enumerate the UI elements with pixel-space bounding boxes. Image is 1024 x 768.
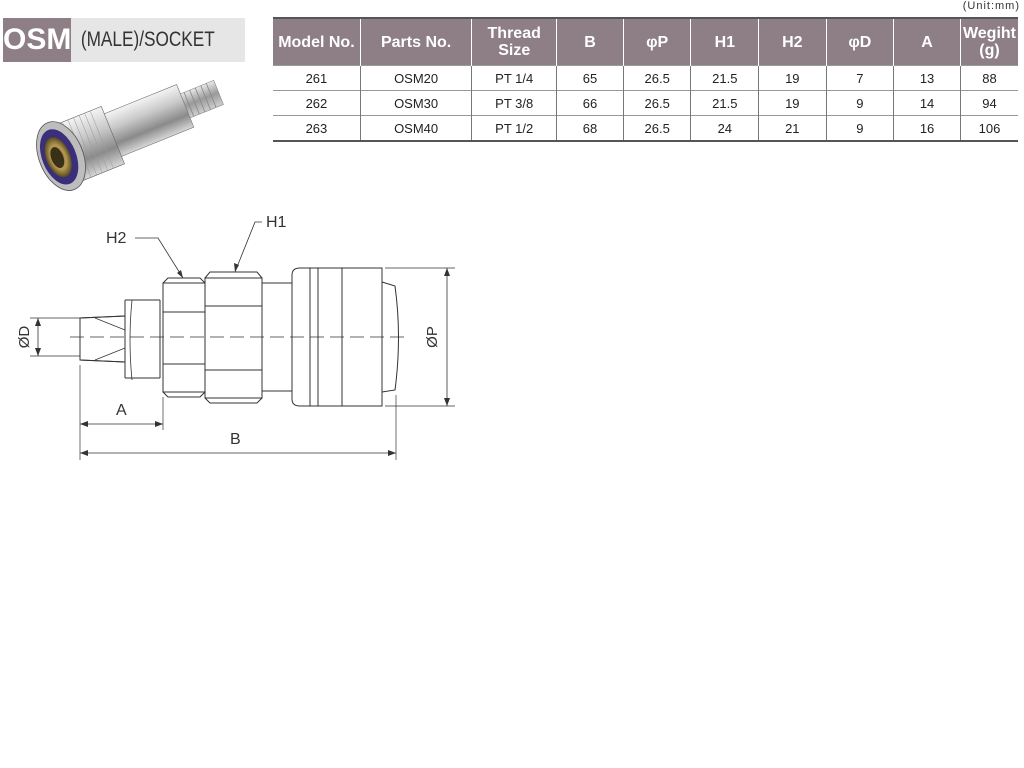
col-h2: H2: [758, 18, 827, 66]
col-weight: Wegiht (g): [959, 18, 1018, 66]
product-code: OSM: [3, 18, 72, 62]
col-h1: H1: [690, 18, 759, 66]
col-thread-size: Thread Size: [471, 18, 557, 66]
cell-p: 26.5: [622, 90, 691, 116]
cell-weight: 88: [959, 65, 1018, 91]
cell-weight: 106: [959, 115, 1018, 141]
col-model-no: Model No.: [273, 18, 361, 66]
label-b: B: [230, 431, 241, 448]
cell-d: 9: [825, 115, 894, 141]
cell-thread: PT 3/8: [471, 90, 557, 116]
cell-h1: 21.5: [690, 65, 759, 91]
cell-d: 7: [825, 65, 894, 91]
cell-b: 66: [556, 90, 624, 116]
col-parts-no: Parts No.: [359, 18, 472, 66]
cell-a: 14: [893, 90, 961, 116]
cell-b: 65: [556, 65, 624, 91]
table-row: 262 OSM30 PT 3/8 66 26.5 21.5 19 9 14 94: [273, 90, 1018, 116]
cell-parts: OSM40: [359, 115, 472, 141]
spec-table: Model No. Parts No. Thread Size B φP H1 …: [273, 17, 1018, 142]
cell-a: 16: [893, 115, 961, 141]
cell-model: 261: [273, 65, 361, 91]
dimension-drawing: H2 H1 ØD ØP A B: [16, 214, 455, 460]
cell-h1: 21.5: [690, 90, 759, 116]
product-name: (MALE)/SOCKET: [81, 28, 216, 51]
cell-h2: 19: [758, 90, 827, 116]
col-b: B: [556, 18, 624, 66]
cell-thread: PT 1/2: [471, 115, 557, 141]
cell-model: 262: [273, 90, 361, 116]
cell-model: 263: [273, 115, 361, 141]
cell-p: 26.5: [622, 115, 691, 141]
product-photo: [36, 80, 224, 191]
cell-h2: 19: [758, 65, 827, 91]
label-d: ØD: [16, 326, 33, 349]
col-d: φD: [825, 18, 894, 66]
cell-b: 68: [556, 115, 624, 141]
unit-note: (Unit:mm): [962, 0, 1020, 12]
cell-a: 13: [893, 65, 961, 91]
col-a: A: [893, 18, 961, 66]
product-title-banner: OSM (MALE)/SOCKET: [3, 18, 245, 62]
table-row: 263 OSM40 PT 1/2 68 26.5 24 21 9 16 106: [273, 115, 1018, 141]
cell-thread: PT 1/4: [471, 65, 557, 91]
cell-parts: OSM20: [359, 65, 472, 91]
cell-weight: 94: [959, 90, 1018, 116]
cell-parts: OSM30: [359, 90, 472, 116]
table-header-row: Model No. Parts No. Thread Size B φP H1 …: [273, 18, 1018, 66]
cell-h2: 21: [758, 115, 827, 141]
table-row: 261 OSM20 PT 1/4 65 26.5 21.5 19 7 13 88: [273, 65, 1018, 91]
cell-d: 9: [825, 90, 894, 116]
col-p: φP: [622, 18, 691, 66]
label-h2: H2: [106, 230, 127, 247]
label-p: ØP: [424, 326, 441, 348]
cell-h1: 24: [690, 115, 759, 141]
label-h1: H1: [266, 214, 287, 231]
label-a: A: [116, 402, 127, 419]
cell-p: 26.5: [622, 65, 691, 91]
